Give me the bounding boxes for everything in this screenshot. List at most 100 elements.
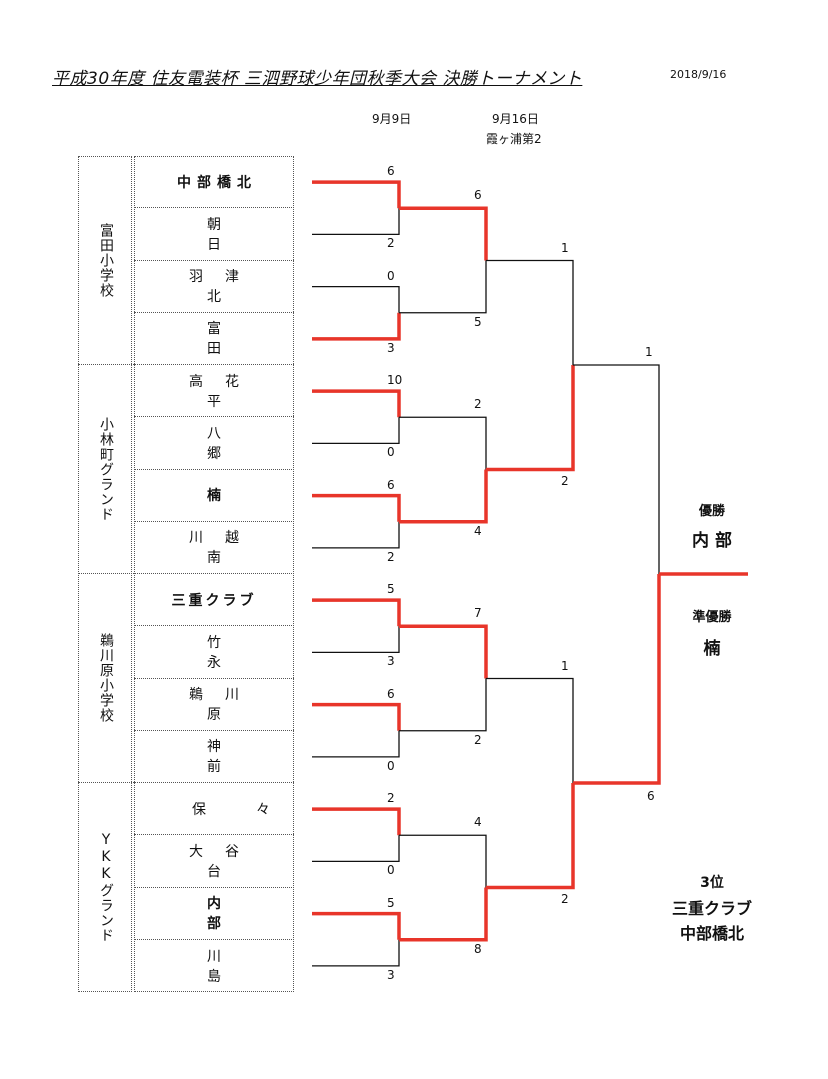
semifinal-score: 2: [561, 891, 569, 906]
round1-score: 6: [387, 686, 395, 701]
bracket-line: [312, 626, 400, 654]
round2-score: 4: [474, 523, 482, 538]
bracket-line: [312, 285, 400, 313]
bracket-line: [486, 259, 574, 365]
round2-date-header: 9月16日: [492, 112, 539, 126]
runner-up-team: 楠: [703, 639, 721, 659]
round1-score: 0: [387, 445, 395, 460]
team-name: 内部: [207, 896, 271, 933]
bracket-line: [399, 416, 487, 470]
team-row: 楠: [134, 470, 294, 522]
bracket-line: [399, 624, 488, 679]
round2-score: 5: [474, 314, 482, 329]
bracket-line: [399, 678, 487, 732]
team-name: 中部橋北: [177, 174, 257, 191]
bracket-line: [486, 365, 575, 472]
round2-score: 8: [474, 941, 482, 956]
round1-score: 2: [387, 549, 395, 564]
team-name: 大谷台: [189, 843, 261, 880]
round1-score: 0: [387, 758, 395, 773]
final-score: 6: [647, 789, 655, 803]
team-row: 羽津北: [134, 261, 294, 313]
team-name: 朝日: [207, 216, 271, 253]
venue-column: [78, 156, 132, 992]
round1-score: 2: [387, 236, 395, 251]
venue-name: 小林町グランド: [98, 416, 114, 522]
third-place-team-1: 三重クラブ: [671, 899, 752, 918]
bracket-line: [312, 417, 400, 445]
round1-score: 5: [387, 895, 395, 910]
team-row: 三重クラブ: [134, 574, 294, 627]
round2-score: 2: [474, 397, 482, 412]
bracket-line: [573, 364, 660, 574]
bracket-line: [486, 783, 575, 890]
venue-group: 富田小学校: [78, 156, 134, 365]
venue-name: 富田小学校: [98, 222, 114, 298]
round1-score: 0: [387, 863, 395, 878]
round1-score: 3: [387, 340, 395, 355]
bracket-line: [312, 180, 401, 209]
team-name: 保々: [192, 801, 320, 818]
venue-group: YKKグランド: [78, 783, 134, 992]
team-column: [134, 156, 294, 992]
bracket-line: [573, 574, 661, 785]
venue-name: 鵜川原小学校: [98, 633, 114, 723]
team-name: 神前: [207, 739, 271, 776]
team-row: 高花平: [134, 365, 294, 418]
bracket-line: [312, 521, 400, 549]
team-name: 川島: [207, 948, 271, 985]
team-row: 保々: [134, 783, 320, 836]
bracket-line: [312, 208, 400, 236]
venue-group: 鵜川原小学校: [78, 574, 134, 783]
bracket-line: [312, 835, 400, 863]
round1-score: 2: [387, 791, 395, 806]
team-name: 八郷: [207, 425, 271, 462]
round1-score: 0: [387, 268, 395, 283]
team-row: 大谷台: [134, 835, 294, 888]
round1-score: 10: [387, 373, 403, 388]
venue-group: 小林町グランド: [78, 365, 134, 574]
round1-score: 3: [387, 967, 395, 982]
bracket-line: [312, 807, 401, 836]
team-row: 川島: [134, 940, 294, 992]
runner-up-label: 準優勝: [692, 610, 732, 625]
bracket-line: [312, 939, 400, 967]
bracket-line: [486, 677, 574, 783]
venue-name: YKKグランド: [98, 832, 114, 943]
bracket-line: [312, 702, 401, 731]
round2-score: 4: [474, 815, 482, 830]
bracket-line: [399, 206, 488, 261]
team-name: 三重クラブ: [171, 592, 257, 609]
round1-score: 6: [387, 477, 395, 492]
round1-score: 3: [387, 654, 395, 669]
bracket-line: [312, 389, 401, 418]
bracket-line: [312, 730, 400, 758]
team-name: 鵜川原: [189, 687, 261, 724]
bracket-line: [312, 493, 401, 522]
team-row: 鵜川原: [134, 679, 294, 731]
team-row: 朝日: [134, 208, 294, 261]
bracket-line: [399, 260, 487, 314]
bracket-line: [312, 598, 401, 627]
team-name: 楠: [207, 488, 271, 505]
team-row: 富田: [134, 313, 294, 365]
team-name: 高花平: [189, 373, 261, 410]
round1-date-header: 9月9日: [372, 112, 412, 126]
bracket-line: [399, 887, 488, 942]
round2-score: 2: [474, 732, 482, 747]
team-name: 川越南: [189, 530, 261, 567]
bracket-line: [399, 834, 487, 888]
team-row: 竹永: [134, 626, 294, 679]
third-place-team-2: 中部橋北: [679, 924, 744, 943]
round2-venue-header: 霞ヶ浦第2: [486, 132, 542, 146]
champion-team: 内 部: [692, 531, 732, 551]
bracket-line: [399, 469, 488, 524]
bracket-line: [312, 911, 401, 940]
team-row: 内部: [134, 888, 294, 940]
final-score: 1: [645, 345, 653, 359]
team-row: 川越南: [134, 522, 294, 574]
semifinal-score: 1: [561, 658, 569, 673]
team-row: 中部橋北: [134, 156, 294, 209]
team-name: 竹永: [207, 634, 271, 671]
